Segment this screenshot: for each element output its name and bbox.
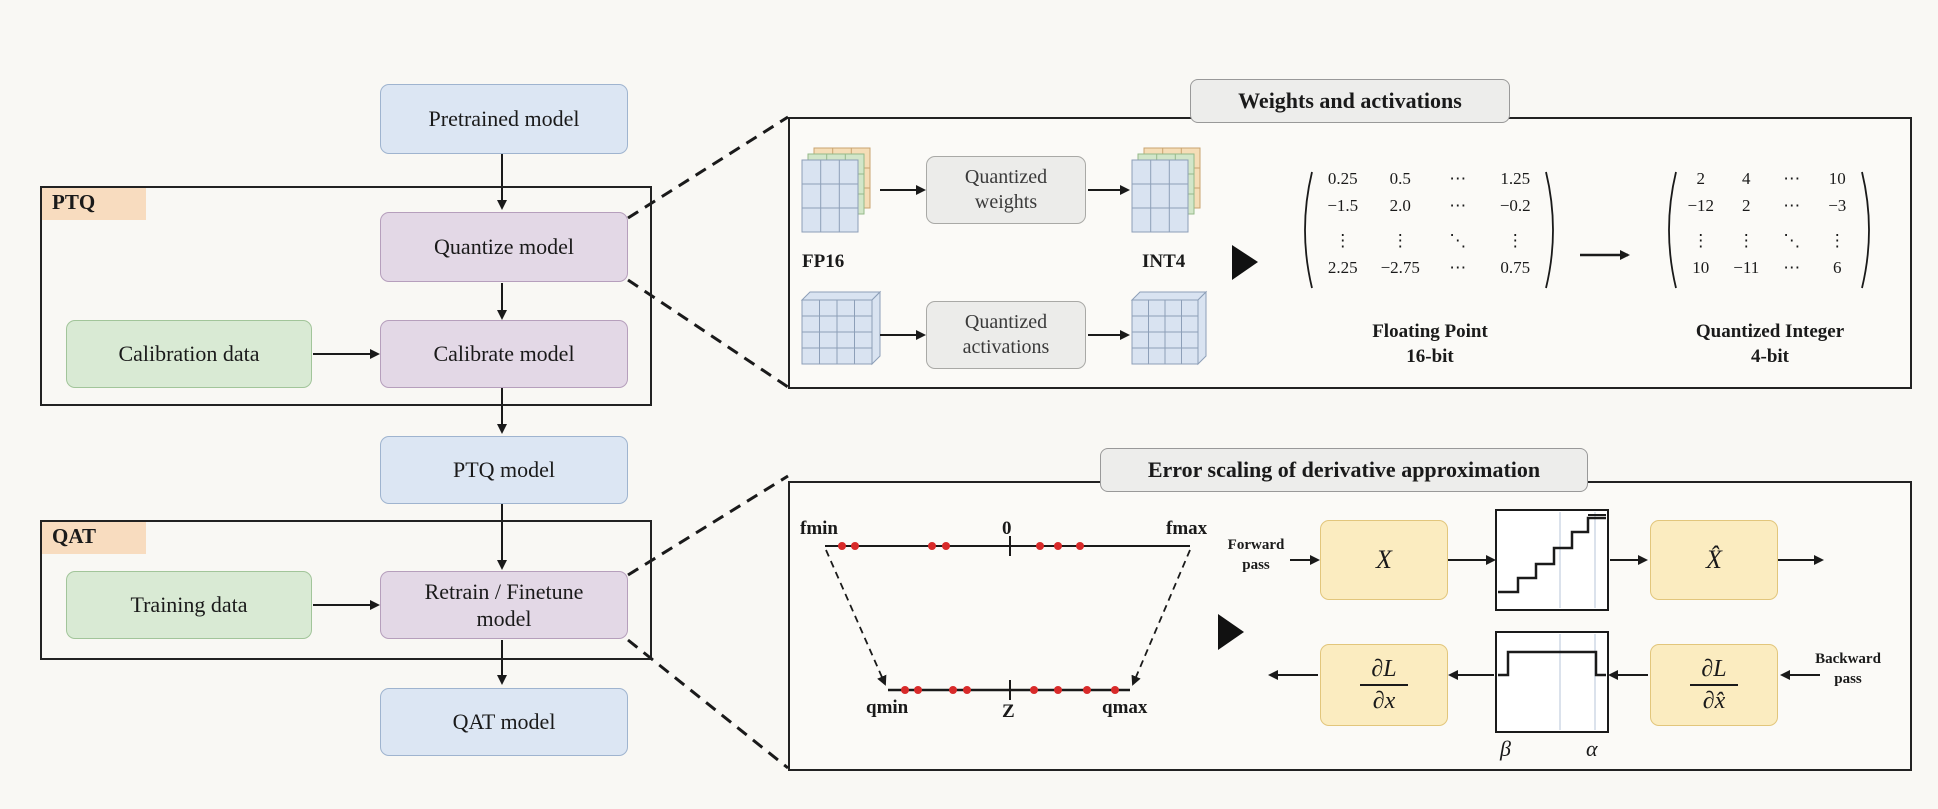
fp-matrix-cell: ⋯ xyxy=(1449,258,1467,277)
fp-matrix-brackets xyxy=(1304,171,1554,289)
quantized-integer-caption-title: Quantized Integer xyxy=(1695,321,1845,342)
qat-model-node: QAT model xyxy=(380,688,628,756)
dl-dx-node: ∂L ∂x xyxy=(1320,644,1448,726)
x-node-label: X xyxy=(1376,544,1392,574)
play-triangle-icon-top xyxy=(1232,245,1258,280)
int4-tensor-icon xyxy=(1131,147,1201,233)
play-triangle-icon-bottom xyxy=(1218,614,1244,650)
fp-matrix-cell: 0.25 xyxy=(1327,169,1358,188)
ptq-model-node: PTQ model xyxy=(380,436,628,504)
training-data-node: Training data xyxy=(66,571,312,639)
fmax-label: fmax xyxy=(1166,518,1208,539)
int-matrix-cell: −11 xyxy=(1733,258,1760,277)
calibration-data-node: Calibration data xyxy=(66,320,312,388)
z-label: Z xyxy=(1002,701,1015,722)
int-matrix-brackets xyxy=(1668,171,1870,289)
dl-dxhat-fraction-bar xyxy=(1690,684,1738,686)
floating-point-caption: Floating Point 16-bit xyxy=(1330,320,1530,369)
int-matrix-cell: 10 xyxy=(1692,258,1710,277)
qat-group xyxy=(40,520,652,660)
fp16-tensor-icon xyxy=(801,147,871,233)
int-matrix-cell: −3 xyxy=(1828,196,1847,215)
int-matrix-cell: 10 xyxy=(1828,169,1846,188)
step-function-plot xyxy=(1495,509,1609,611)
quant-range-points xyxy=(901,686,1119,694)
quant-range-axis xyxy=(888,680,1130,700)
quantized-weights-box: Quantized weights xyxy=(926,156,1086,224)
int-matrix-cell: ⋯ xyxy=(1783,258,1801,277)
dl-dx-fraction-bar xyxy=(1360,684,1408,686)
activation-tensor-icon-left xyxy=(800,290,882,366)
alpha-label: α xyxy=(1586,736,1598,761)
int-matrix: 2 4 ⋯ 10 −12 2 ⋯ −3 ⋮ ⋮ ⋱ ⋮ 10 −11 ⋯ 6 xyxy=(1678,166,1860,280)
weights-panel-title: Weights and activations xyxy=(1190,79,1510,123)
forward-pass-label: Forward pass xyxy=(1227,537,1285,573)
dl-dxhat-node: ∂L ∂x̂ xyxy=(1650,644,1778,726)
int-matrix-cell: 6 xyxy=(1833,258,1842,277)
error-panel-title: Error scaling of derivative approximatio… xyxy=(1100,448,1588,492)
fp-matrix-cell: ⋮ xyxy=(1391,231,1409,250)
quantized-activations-box: Quantized activations xyxy=(926,301,1086,369)
x-hat-node: X̂ xyxy=(1650,520,1778,600)
floating-point-caption-title: Floating Point xyxy=(1372,321,1488,342)
pretrained-model-node: Pretrained model xyxy=(380,84,628,154)
mapping-dashed-arrows xyxy=(825,549,1191,686)
fp-matrix-cell: 1.25 xyxy=(1500,169,1531,188)
ptq-tag: PTQ xyxy=(42,188,146,220)
fp-matrix-cell: 0.75 xyxy=(1500,258,1531,277)
backward-pass-label: Backward pass xyxy=(1815,651,1881,687)
fp-matrix: 0.25 0.5 ⋯ 1.25 −1.5 2.0 ⋯ −0.2 ⋮ ⋮ ⋱ ⋮ … xyxy=(1314,166,1544,280)
int-matrix-cell: ⋱ xyxy=(1783,231,1801,250)
int-matrix-cell: ⋮ xyxy=(1692,231,1710,250)
fp-matrix-cell: 2.25 xyxy=(1327,258,1358,277)
fp-matrix-cell: −0.2 xyxy=(1499,196,1531,215)
int-matrix-cell: ⋮ xyxy=(1828,231,1846,250)
int-matrix-cell: ⋮ xyxy=(1737,231,1755,250)
beta-label: β xyxy=(1500,736,1511,761)
fp16-label: FP16 xyxy=(802,251,845,272)
qmin-label: qmin xyxy=(866,697,909,718)
float-range-points xyxy=(838,542,1084,550)
int-matrix-cell: 4 xyxy=(1742,169,1751,188)
fp-matrix-cell: ⋮ xyxy=(1506,231,1524,250)
ste-gradient-plot xyxy=(1495,631,1609,733)
float-range-axis xyxy=(825,536,1190,556)
fp-matrix-cell: ⋮ xyxy=(1334,231,1352,250)
floating-point-caption-bits: 16-bit xyxy=(1406,345,1454,367)
int-matrix-cell: ⋯ xyxy=(1783,169,1801,188)
quantize-model-node: Quantize model xyxy=(380,212,628,282)
int-matrix-cell: 2 xyxy=(1696,169,1706,188)
ptq-group xyxy=(40,186,652,406)
calibrate-model-node: Calibrate model xyxy=(380,320,628,388)
int-matrix-cell: −12 xyxy=(1687,196,1715,215)
dl-dx-denominator: ∂x xyxy=(1372,687,1396,714)
fp-matrix-cell: −1.5 xyxy=(1327,196,1359,215)
retrain-finetune-model-node: Retrain / Finetune model xyxy=(380,571,628,639)
fp-matrix-cell: ⋯ xyxy=(1449,196,1467,215)
dl-dxhat-numerator: ∂L xyxy=(1701,655,1727,682)
int-matrix-cell: 2 xyxy=(1742,196,1751,215)
fp-matrix-cell: −2.75 xyxy=(1380,258,1420,277)
qmax-label: qmax xyxy=(1102,697,1148,718)
x-node: X xyxy=(1320,520,1448,600)
qat-tag: QAT xyxy=(42,522,146,554)
dl-dx-numerator: ∂L xyxy=(1371,655,1397,682)
fp-matrix-cell: 0.5 xyxy=(1389,169,1411,188)
fp-matrix-cell: 2.0 xyxy=(1389,196,1411,215)
zero-label: 0 xyxy=(1002,518,1012,539)
int-matrix-cell: ⋯ xyxy=(1783,196,1801,215)
fp-matrix-cell: ⋱ xyxy=(1449,231,1467,250)
int4-label: INT4 xyxy=(1142,251,1186,272)
x-hat-node-label: X̂ xyxy=(1706,544,1722,574)
zoom-connector-bottom xyxy=(627,474,789,770)
fp-matrix-cell: ⋯ xyxy=(1449,169,1467,188)
activation-tensor-icon-right xyxy=(1130,290,1208,366)
dl-dxhat-denominator: ∂x̂ xyxy=(1702,687,1726,714)
quantized-integer-caption-bits: 4-bit xyxy=(1751,345,1789,367)
quantized-integer-caption: Quantized Integer 4-bit xyxy=(1660,320,1880,369)
fmin-label: fmin xyxy=(800,518,838,539)
zoom-connector-top xyxy=(627,115,789,389)
